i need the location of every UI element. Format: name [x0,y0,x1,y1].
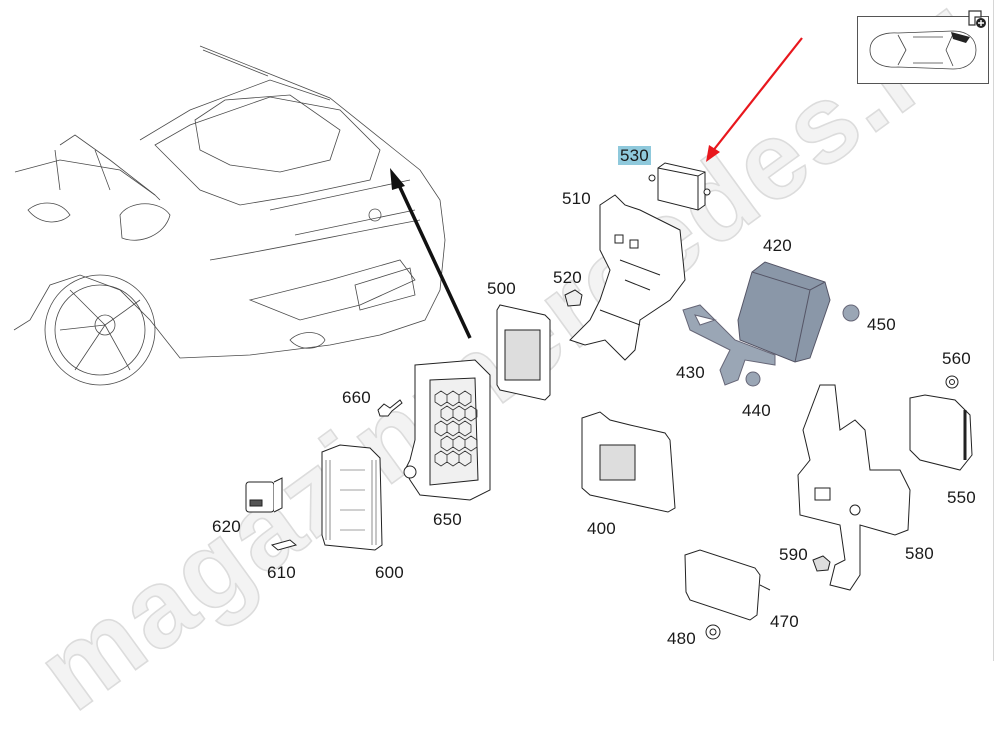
part-500-shape [496,304,551,401]
callout-400[interactable]: 400 [587,519,616,538]
part-560-shape [945,375,959,389]
location-arrow [390,168,472,339]
callout-600[interactable]: 600 [375,563,404,582]
part-550-shape [909,394,973,471]
vehicle-rear-illustration [13,45,446,386]
part-610-shape [270,539,298,551]
callout-620[interactable]: 620 [212,517,241,536]
callout-550[interactable]: 550 [947,488,976,507]
part-470-shape [684,549,771,621]
add-to-cart-button[interactable] [967,9,987,29]
part-580-shape [797,384,911,591]
callout-590[interactable]: 590 [779,545,808,564]
callout-520[interactable]: 520 [553,268,582,287]
callout-510[interactable]: 510 [562,189,591,208]
part-450-shape [842,304,860,322]
part-400-shape [581,411,676,513]
part-480-shape [705,624,721,640]
callout-430[interactable]: 430 [676,363,705,382]
diagram-drawing [13,37,973,640]
callout-440[interactable]: 440 [742,401,771,420]
part-530-shape [648,162,711,211]
part-440-shape [745,371,761,387]
highlight-arrow [706,37,803,162]
scrollbar-edge [993,0,994,661]
callout-580[interactable]: 580 [905,544,934,563]
callout-660[interactable]: 660 [342,388,371,407]
part-420-shape [737,261,831,363]
callout-420[interactable]: 420 [763,236,792,255]
part-650-shape [403,359,491,501]
callout-610[interactable]: 610 [267,563,296,582]
part-430-shape [682,304,776,386]
callout-450[interactable]: 450 [867,315,896,334]
add-to-cart-icon [968,10,986,28]
part-660-shape [377,399,403,417]
part-520-shape [564,289,583,307]
part-620-shape [245,477,283,513]
callout-530-highlighted[interactable]: 530 [618,146,651,165]
part-590-shape [812,555,831,572]
callout-470[interactable]: 470 [770,612,799,631]
callout-560[interactable]: 560 [942,349,971,368]
callout-650[interactable]: 650 [433,510,462,529]
vehicle-top-view-icon [869,30,977,70]
callout-480[interactable]: 480 [667,629,696,648]
part-600-shape [321,444,383,551]
part-510-shape [569,194,686,361]
callout-500[interactable]: 500 [487,279,516,298]
parts-diagram: magazinmercedes.ru [13,0,997,734]
vehicle-locator-thumbnail[interactable] [857,16,989,84]
